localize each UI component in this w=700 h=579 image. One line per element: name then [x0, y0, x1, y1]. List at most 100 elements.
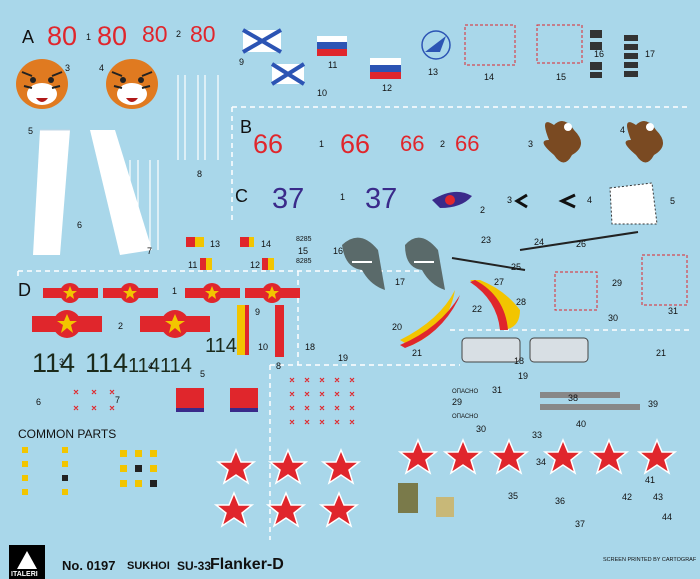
label-c-4: 4	[587, 195, 593, 205]
label-a-5: 5	[28, 126, 34, 136]
label-d-28: 28	[516, 297, 527, 307]
label-d-24: 24	[534, 237, 545, 247]
label-d-22: 22	[472, 304, 483, 314]
label-r-36: 36	[555, 496, 566, 506]
stripe-9-yellow	[237, 305, 245, 355]
label-a-2: 2	[176, 29, 182, 39]
russia-flag-12	[370, 58, 401, 79]
label-d-20: 20	[392, 322, 403, 332]
fin-5	[33, 130, 70, 255]
code-114-3: 114	[128, 355, 160, 377]
line-25	[451, 257, 526, 271]
section-a-label: A	[22, 27, 35, 47]
strip-39	[540, 404, 640, 410]
shark-17	[405, 237, 445, 290]
label-d-12: 12	[250, 260, 261, 270]
label-r-44: 44	[662, 512, 673, 522]
label-a-10: 10	[317, 88, 328, 98]
shark-16	[342, 237, 385, 290]
label-c-5: 5	[670, 196, 676, 206]
strip-38	[540, 392, 620, 398]
title-model: SU-33	[177, 559, 212, 573]
russia-flag-11	[317, 36, 347, 56]
stencil-text-2: ОПАСНО	[452, 414, 479, 420]
fin-flash-11	[200, 258, 212, 270]
label-b-2: 2	[440, 139, 446, 149]
label-r-43: 43	[653, 492, 664, 502]
harness-24	[398, 483, 418, 513]
label-d-17: 17	[395, 277, 406, 287]
tiger-head-4	[106, 59, 158, 109]
label-a-16: 16	[594, 49, 605, 59]
code-114-2: 114	[85, 348, 129, 378]
label-b-4: 4	[620, 125, 626, 135]
label-c-2: 2	[480, 205, 486, 215]
label-a-3: 3	[65, 63, 71, 73]
label-d-21: 21	[412, 348, 423, 358]
stripe-9-red	[245, 305, 249, 355]
label-d-5: 5	[200, 369, 206, 379]
brand-text: ITALERI	[11, 571, 38, 578]
code-80-3: 80	[142, 21, 168, 47]
label-c-1: 1	[340, 192, 346, 202]
code-66-1: 66	[253, 129, 284, 159]
label-d-15: 15	[298, 246, 309, 256]
code-66-4: 66	[455, 131, 480, 156]
common-parts-icons	[22, 447, 157, 495]
code-114-4: 114	[160, 355, 192, 377]
code-80-1: 80	[47, 21, 78, 51]
eagle-4	[625, 121, 664, 163]
fin-6	[90, 130, 152, 255]
label-d-6: 6	[36, 397, 42, 407]
decal-16	[590, 30, 602, 78]
label-d-16: 16	[333, 246, 344, 256]
sukhoi-emblem-13	[421, 30, 451, 60]
chevron-4	[558, 193, 576, 209]
decal-15	[536, 24, 583, 64]
decal-14	[464, 24, 516, 66]
label-d-8: 8	[276, 361, 282, 371]
label-r-31: 31	[492, 385, 503, 395]
label-a-6: 6	[77, 220, 83, 230]
label-r-39: 39	[648, 399, 659, 409]
label-r-35: 35	[508, 491, 519, 501]
label-r-19: 19	[518, 371, 529, 381]
label-d-13: 13	[210, 239, 221, 249]
label-d-14: 14	[261, 239, 272, 249]
label-d-1: 1	[172, 286, 178, 296]
label-a-15: 15	[556, 72, 567, 82]
label-b-1: 1	[319, 139, 325, 149]
label-a-1: 1	[86, 32, 92, 42]
common-parts-title: COMMON PARTS	[18, 427, 117, 441]
andrew-flag-10	[270, 62, 306, 86]
code-66-2: 66	[340, 129, 371, 159]
code-66-3: 66	[400, 131, 425, 156]
small-text-8285-1: 8285	[296, 236, 312, 243]
chevron-3	[514, 193, 528, 209]
label-a-13: 13	[428, 67, 439, 77]
fin-flash-14	[240, 237, 254, 247]
label-r-29: 29	[452, 397, 463, 407]
panel-19	[529, 337, 589, 363]
label-r-21: 21	[656, 348, 667, 358]
label-b-3: 3	[528, 139, 534, 149]
fin-flash-13	[186, 237, 204, 247]
label-d-7: 7	[115, 395, 121, 405]
label-d-9: 9	[255, 307, 261, 317]
label-a-9: 9	[239, 57, 245, 67]
label-d-23: 23	[481, 235, 492, 245]
label-r-41: 41	[645, 475, 656, 485]
bird-emblem-2	[432, 191, 472, 208]
red-stars-row-1	[397, 438, 678, 475]
label-d-30: 30	[608, 313, 619, 323]
tiger-head-3	[16, 59, 68, 109]
label-r-30: 30	[476, 424, 487, 434]
code-114-5: 114	[205, 335, 237, 357]
title-prefix: SUKHOI	[127, 560, 170, 572]
italeri-logo: ITALERI	[9, 545, 45, 579]
x-marks-section	[289, 377, 355, 425]
label-d-4: 4	[148, 361, 154, 371]
label-r-33: 33	[532, 430, 543, 440]
label-d-31: 31	[668, 306, 679, 316]
